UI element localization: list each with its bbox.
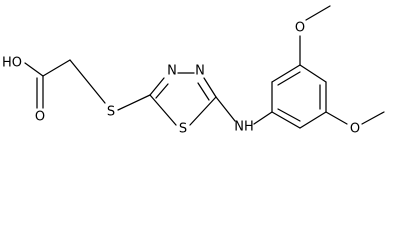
bond-c5-n4-b — [155, 83, 169, 99]
bond-o-ch3-top — [305, 5, 331, 21]
bond-s1-c5 — [149, 94, 177, 126]
ring-n3-label: N — [195, 64, 205, 79]
carboxyl-oh-label: HO — [2, 56, 22, 71]
methoxy-o-bottom-label: O — [350, 122, 360, 137]
bond-c-ch2 — [42, 59, 71, 77]
atom-labels: HO O S N N S NH O O — [2, 21, 360, 137]
bond-ar2-ar3 — [271, 64, 301, 83]
bond-c5-n4-a — [149, 77, 165, 96]
thioether-s-label: S — [107, 105, 115, 120]
ring-n4-label: N — [167, 64, 177, 79]
bond-ar5-o-bottom — [325, 111, 348, 125]
bond-ar2-ar3-inner — [277, 71, 301, 86]
bond-oh-c — [24, 62, 44, 77]
bond-nh-aryl — [253, 111, 273, 125]
bond-s-c5 — [117, 94, 151, 111]
amine-nh-label: NH — [234, 120, 254, 135]
bond-c2-nh — [215, 96, 236, 122]
bond-ar6-ar1 — [271, 111, 301, 129]
bond-n3-c2-b — [197, 82, 210, 101]
molecule-structure-diagram: HO O S N N S NH O O — [2, 5, 385, 137]
bond-c2-s1 — [189, 96, 217, 126]
methoxy-o-top-label: O — [295, 21, 305, 36]
bond-lines — [24, 5, 385, 129]
ring-s-label: S — [179, 122, 187, 137]
bond-n3-c2-a — [203, 77, 217, 98]
bond-ar5-ar6 — [299, 111, 327, 129]
bond-o-ch3-bottom — [361, 111, 385, 125]
bond-ch2-s — [69, 59, 106, 104]
bond-ar6-ar1-inner — [277, 108, 301, 122]
carbonyl-o-label: O — [35, 110, 45, 125]
bond-ar3-ar4 — [299, 64, 327, 83]
